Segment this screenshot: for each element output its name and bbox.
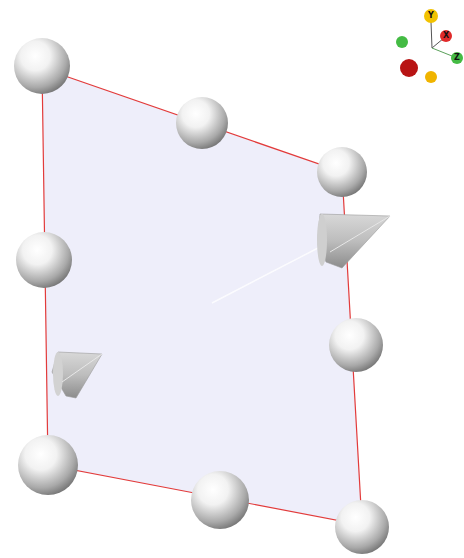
cone-arrow [317,214,390,268]
cone-arrow [52,352,102,398]
axis-triad [396,9,463,83]
node-spheres [14,38,389,554]
quad-face [42,68,362,525]
axis-label: Y [428,12,434,20]
axis-label: Z [454,54,460,62]
axis-label: X [443,32,449,40]
direction-line [212,248,318,303]
